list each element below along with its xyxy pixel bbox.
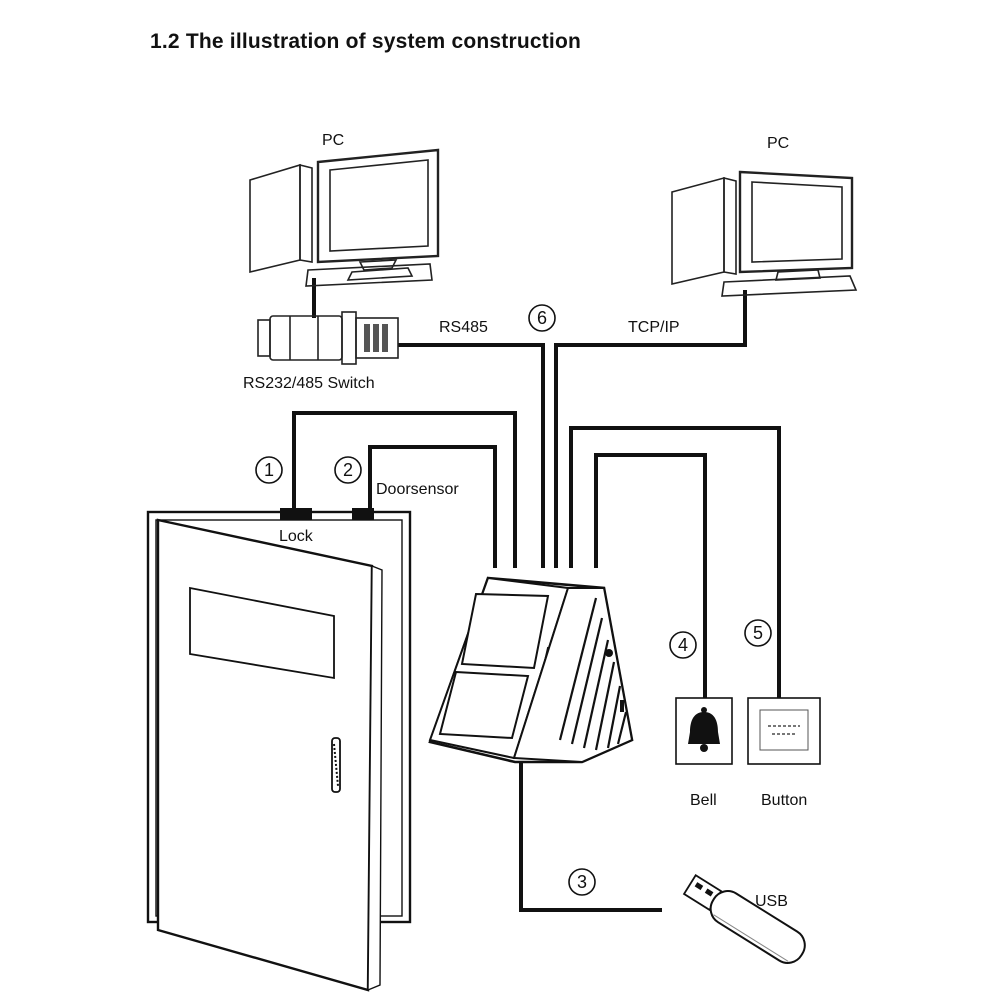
- callout-3: 3: [568, 868, 596, 896]
- rs485-label: RS485: [439, 319, 488, 336]
- doorsensor-label: Doorsensor: [376, 481, 459, 498]
- usb-stick: [682, 874, 806, 964]
- rs232-switch: [257, 311, 399, 365]
- callout-4: 4: [669, 631, 697, 659]
- callout-6-number: 6: [537, 308, 547, 328]
- callout-1-number: 1: [264, 460, 274, 480]
- callout-4-number: 4: [678, 635, 688, 655]
- pc-right-label: PC: [767, 135, 789, 152]
- wire-lock: [292, 411, 517, 568]
- door-sensor-block: [352, 508, 374, 520]
- bell-device: [675, 697, 733, 765]
- callout-3-number: 3: [577, 872, 587, 892]
- access-terminal: [428, 576, 634, 764]
- wire-bell: [594, 453, 707, 700]
- callout-2-number: 2: [343, 460, 353, 480]
- callout-1: 1: [255, 456, 283, 484]
- wire-tcpip: [554, 290, 747, 568]
- callout-2: 2: [334, 456, 362, 484]
- wiring: [292, 278, 781, 912]
- wire-usb: [519, 760, 662, 912]
- callout-6: 6: [528, 304, 556, 332]
- rs232-switch-label: RS232/485 Switch: [243, 375, 375, 392]
- page-title: 1.2 The illustration of system construct…: [150, 30, 582, 53]
- button-label: Button: [761, 792, 807, 809]
- pc-right: [671, 170, 858, 297]
- wire-rs485: [398, 343, 545, 568]
- wire-button: [569, 426, 781, 700]
- usb-label: USB: [755, 893, 788, 910]
- bell-label: Bell: [690, 792, 717, 809]
- wire-doorsensor: [368, 445, 497, 568]
- pc-left: [249, 148, 440, 287]
- callout-5-number: 5: [753, 623, 763, 643]
- callout-5: 5: [744, 619, 772, 647]
- door: [146, 508, 412, 992]
- lock-block: [280, 508, 312, 520]
- exit-button-device: [747, 697, 821, 765]
- tcpip-label: TCP/IP: [628, 319, 680, 336]
- lock-label: Lock: [279, 528, 314, 545]
- pc-left-label: PC: [322, 132, 344, 149]
